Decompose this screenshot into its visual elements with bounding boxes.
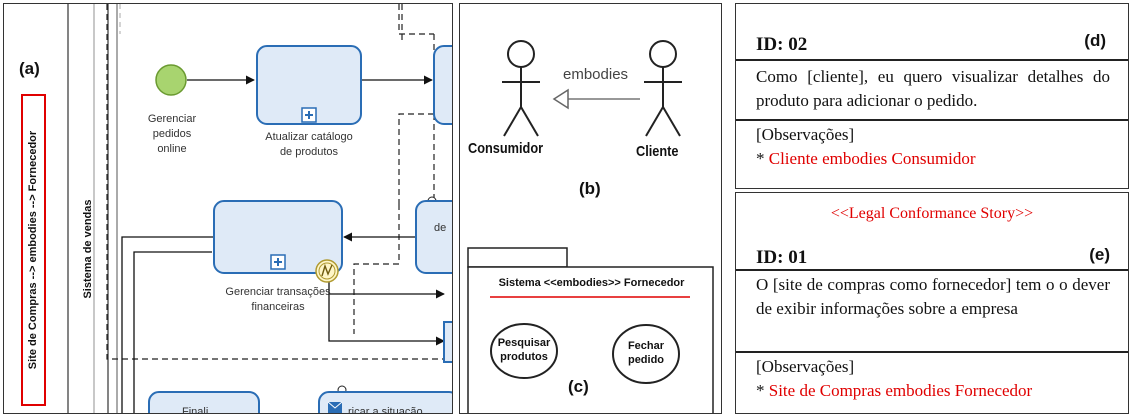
start-event-circle — [155, 64, 187, 96]
use-case-2-label: Fechar pedido — [627, 340, 665, 366]
bottom-task-label-1: Finali — [182, 406, 209, 414]
panel-bc: embodies Consumidor Cliente (b) Sistema … — [459, 3, 722, 414]
panel-b-label: (b) — [579, 179, 601, 198]
actor-right-label: Cliente — [636, 143, 679, 160]
panel-d-label: (d) — [1084, 31, 1106, 50]
relation-label: embodies — [563, 66, 629, 83]
panel-a-bpmn: (a) Site de Compras --> embodies --> For… — [3, 3, 453, 414]
panel-d-user-story: ID: 02 (d) Como [cliente], eu quero visu… — [735, 3, 1129, 189]
story-d-text: Como [cliente], eu quero visualizar deta… — [736, 61, 1128, 121]
story-d-header: ID: 02 (d) — [736, 4, 1128, 61]
task-catalog-label: Atualizar catálogo de produtos — [265, 131, 353, 158]
panel-c-label: (c) — [568, 377, 589, 396]
system-title: Sistema <<embodies>> Fornecedor — [498, 277, 685, 289]
pool-label: Site de Compras --> embodies --> Fornece… — [27, 130, 39, 370]
story-d-obs-line: * Cliente embodies Consumidor — [756, 147, 1108, 171]
task-financial-label: Gerenciar transações financeiras — [225, 286, 331, 313]
start-event-label: Gerenciar pedidos online — [147, 113, 197, 155]
story-e-id: ID: 01 — [756, 247, 808, 268]
use-case-1-ellipse — [490, 323, 558, 379]
story-e-header: ID: 01 (e) — [736, 193, 1128, 271]
story-e-obs-bullet: * — [756, 381, 765, 400]
task-financial-box — [213, 200, 343, 274]
story-d-id: ID: 02 — [756, 34, 808, 55]
actor-consumidor — [502, 40, 540, 137]
actor-left-label: Consumidor — [468, 140, 544, 157]
generalization-arrowhead — [552, 88, 569, 110]
story-e-observations: [Observações] * Site de Compras embodies… — [736, 355, 1128, 403]
lane-label: Sistema de vendas — [82, 199, 94, 299]
use-case-1-label: Pesquisar produtos — [497, 337, 551, 363]
use-case-2-ellipse — [612, 324, 680, 384]
story-e-obs-line: * Site de Compras embodies Fornecedor — [756, 379, 1108, 403]
pool-label-box — [21, 94, 46, 406]
partial-task-label: de — [434, 222, 447, 234]
story-d-obs-bullet: * — [756, 149, 765, 168]
panel-e-label: (e) — [1089, 245, 1110, 264]
use-case-diagram — [467, 40, 714, 413]
bpmn-diagram — [67, 4, 452, 413]
story-d-obs-text: Cliente embodies Consumidor — [768, 149, 976, 168]
story-e-stereotype: <<Legal Conformance Story>> — [830, 205, 1034, 222]
panel-e-legal-story: <<Legal Conformance Story>> ID: 01 (e) O… — [735, 192, 1129, 414]
panel-a-label: (a) — [19, 59, 40, 78]
actor-cliente — [644, 40, 682, 137]
bottom-task-label-2: ricar a situação — [348, 406, 423, 414]
story-e-obs-header: [Observações] — [756, 357, 855, 376]
story-d-observations: [Observações] * Cliente embodies Consumi… — [736, 123, 1128, 171]
story-d-obs-header: [Observações] — [756, 125, 855, 144]
story-e-text: O [site de compras como fornecedor] tem … — [736, 271, 1128, 353]
story-e-obs-text: Site de Compras embodies Fornecedor — [768, 381, 1033, 400]
task-catalog-box — [256, 45, 362, 125]
